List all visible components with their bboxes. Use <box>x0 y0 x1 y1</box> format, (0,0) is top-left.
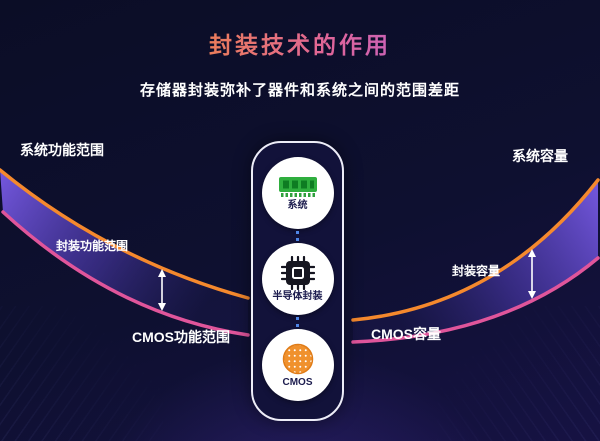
memory-module-icon <box>278 177 317 197</box>
left-band-label: 封装功能范围 <box>56 239 129 253</box>
right-capacity-chart <box>351 178 600 344</box>
right-bottom-label: CMOS容量 <box>371 326 441 342</box>
left-cmos-curve <box>1 210 250 337</box>
left-top-label: 系统功能范围 <box>20 142 104 158</box>
right-system-curve <box>351 178 600 322</box>
system-node: 系统 <box>261 157 334 229</box>
cpu-chip-icon <box>280 256 315 290</box>
semiconductor-package-node-label: 半导体封装 <box>272 291 323 302</box>
dotted-connector <box>296 317 299 327</box>
right-top-label: 系统容量 <box>512 148 568 164</box>
cmos-node-label: CMOS <box>282 377 313 388</box>
dotted-connector <box>296 231 299 241</box>
left-range-chart <box>0 168 250 337</box>
cmos-node: CMOS <box>261 329 334 401</box>
right-band-fill <box>353 180 598 342</box>
left-system-curve <box>0 168 250 300</box>
page-title: 封装技术的作用 <box>0 26 600 60</box>
system-node-label: 系统 <box>287 200 308 211</box>
right-band-label: 封装容量 <box>452 264 501 278</box>
right-cmos-curve <box>351 256 600 344</box>
wafer-icon <box>282 343 313 375</box>
semiconductor-package-node: 半导体封装 <box>261 243 334 315</box>
center-stack-card: 系统 半导体封装 <box>251 141 344 421</box>
left-bottom-label: CMOS功能范围 <box>132 329 230 345</box>
page-subtitle: 存储器封装弥补了器件和系统之间的范围差距 <box>139 82 460 99</box>
